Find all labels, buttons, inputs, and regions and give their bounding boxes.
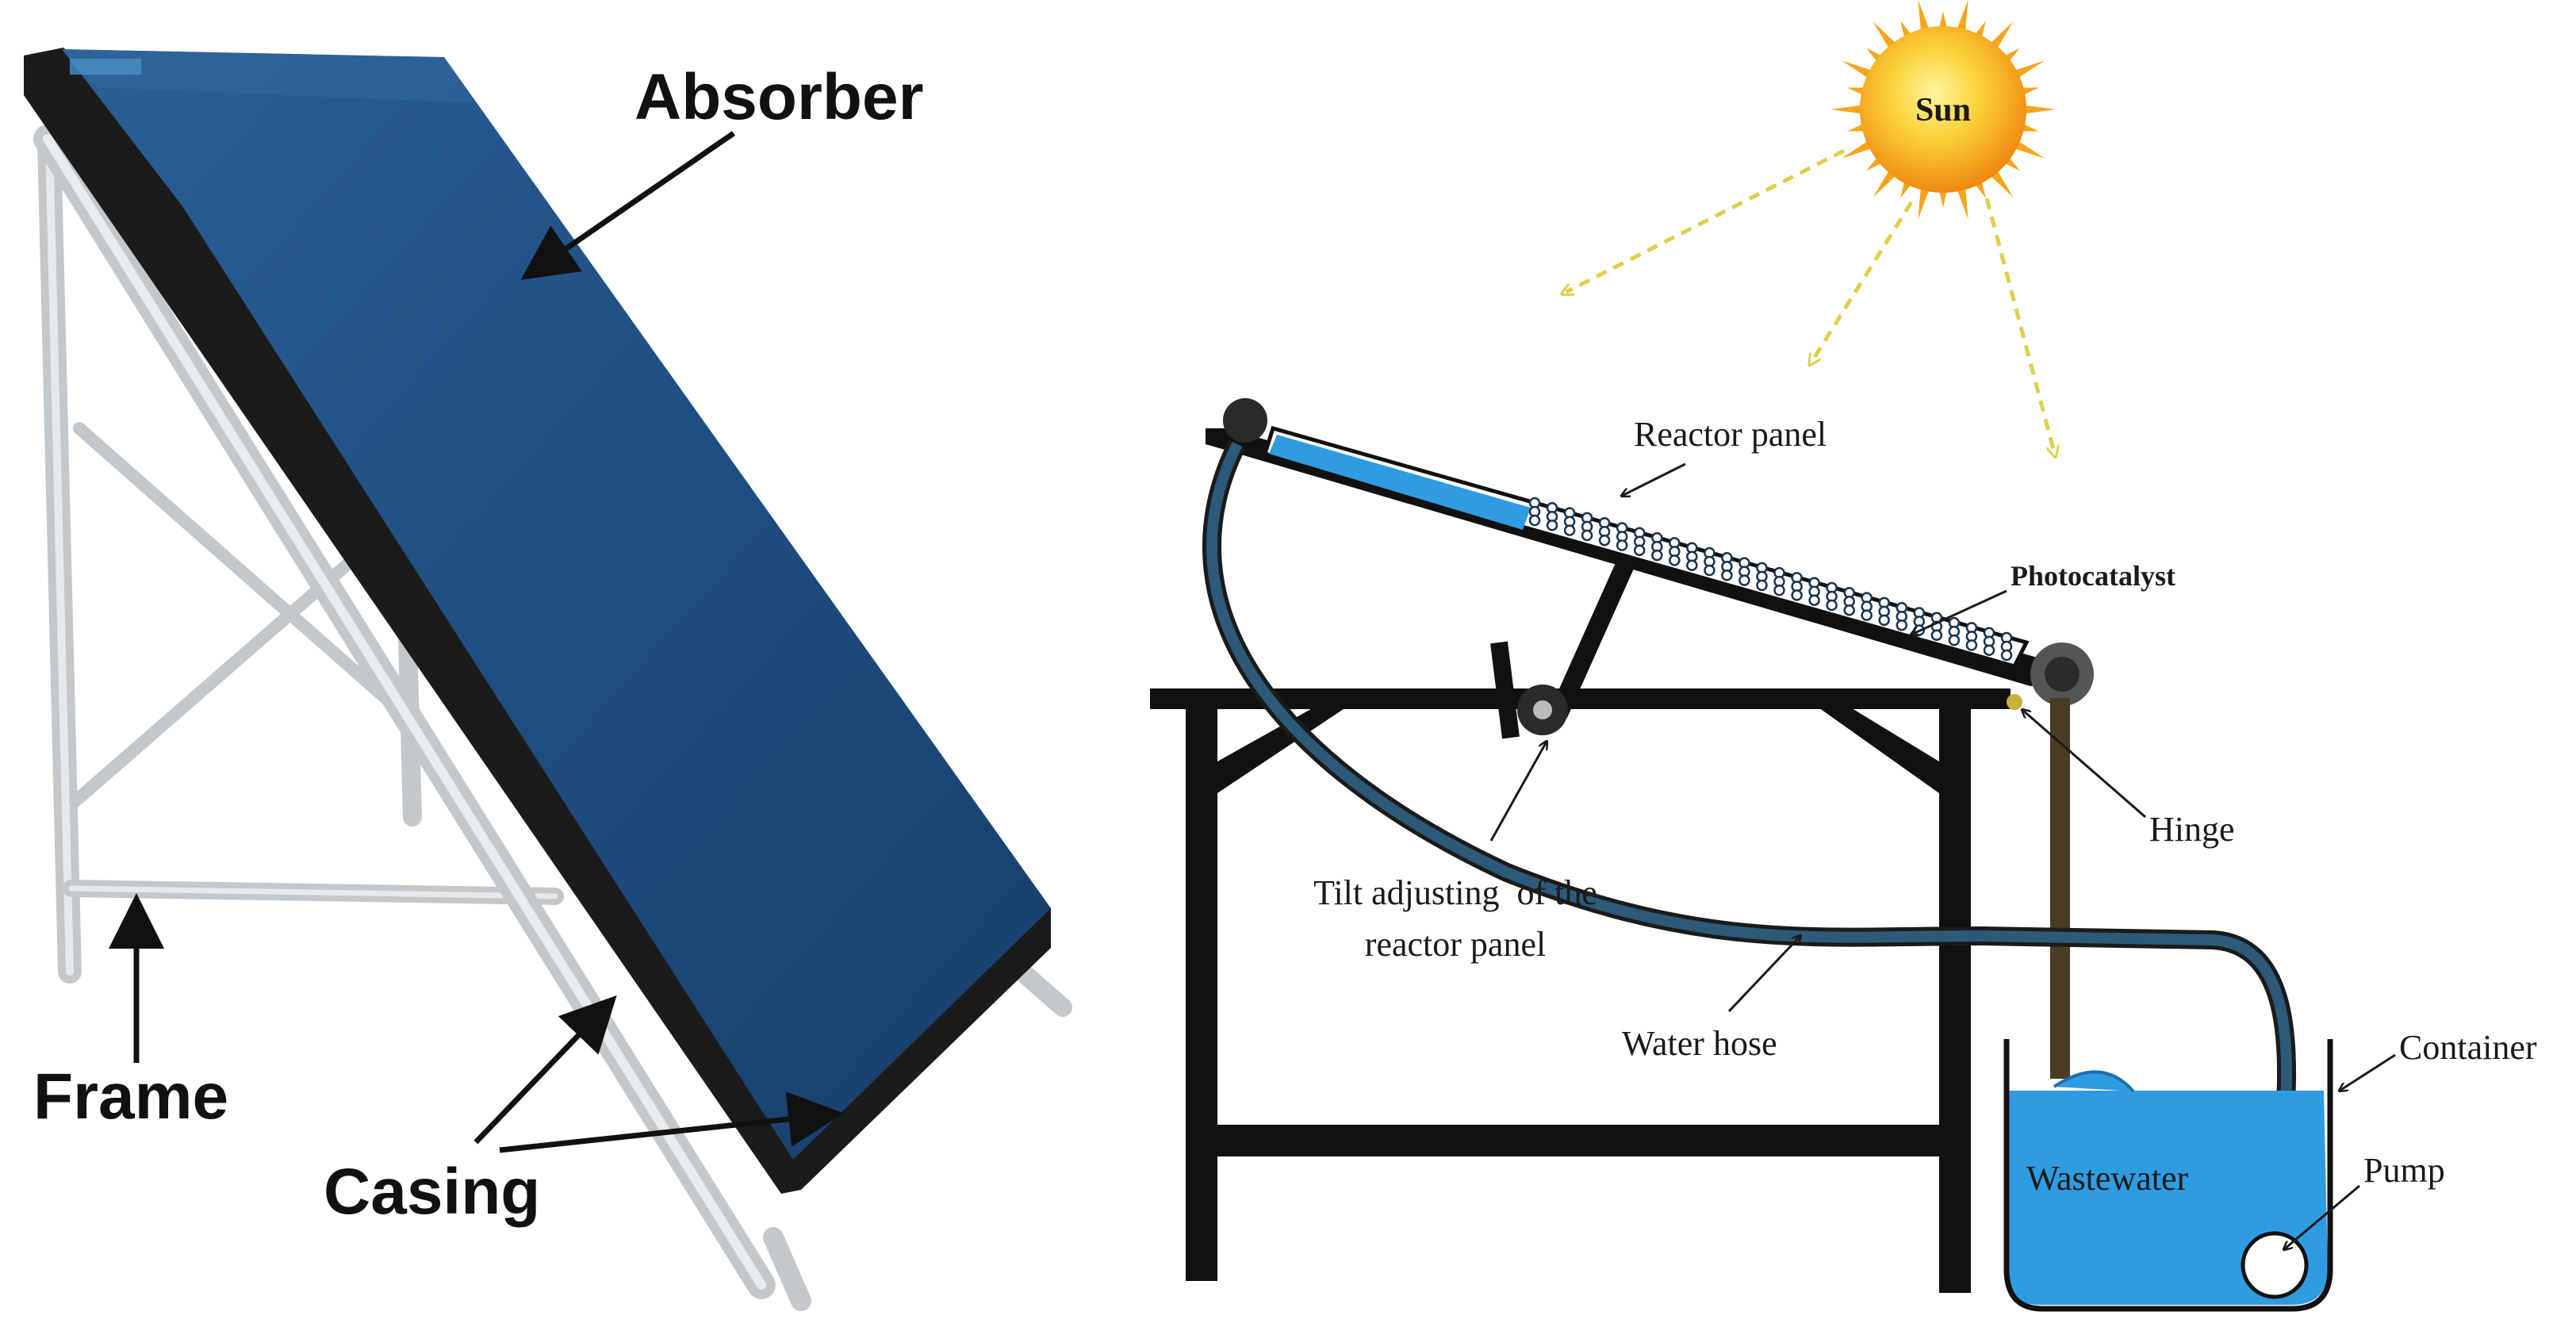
water-hose-label: Water hose [1622, 1024, 1777, 1063]
photocatalyst-bead [1546, 520, 1558, 531]
photocatalyst-bead [1861, 609, 1873, 621]
photocatalyst-bead [1598, 534, 1611, 547]
photocatalyst-bead [1756, 579, 1768, 592]
photocatalyst-beads [1528, 497, 2013, 662]
tilt-arrow [1489, 742, 1547, 842]
photocatalyst-bead [1581, 529, 1593, 542]
tilt-label-line-2: reactor panel [1365, 925, 1546, 964]
hinge-arrow [2022, 710, 2146, 819]
photocatalyst-bead [1983, 644, 1995, 656]
photocatalyst-bead [1843, 604, 1855, 616]
photocatalyst-bead [1773, 584, 1785, 596]
photocatalyst-label: Photocatalyst [2011, 560, 2175, 592]
reactor-schematic: Sun [1150, 0, 2537, 1312]
photocatalyst-bead [1930, 629, 1943, 642]
panel-badge [70, 59, 141, 75]
photocatalyst-bead [1808, 594, 1820, 606]
pump-icon [2241, 1231, 2309, 1299]
tilt-label-line-1: Tilt adjusting of the [1313, 873, 1597, 912]
photocatalyst-bead [1704, 564, 1715, 577]
sun-icon: Sun [1830, 0, 2056, 220]
sun-ray [2018, 104, 2056, 115]
photocatalyst-bead [1826, 599, 1838, 612]
photocatalyst-bead [1948, 634, 1961, 646]
container-label: Container [2399, 1028, 2537, 1067]
container-arrow [2340, 1053, 2396, 1091]
photocatalyst-bead [1528, 514, 1541, 527]
support-table [1150, 688, 2011, 1293]
photocatalyst-bead [1651, 549, 1663, 562]
reactor-panel-arrow [1622, 462, 1686, 496]
photocatalyst-bead [1686, 559, 1698, 571]
photocatalyst-bead [1878, 614, 1890, 627]
absorber-arrow [520, 131, 735, 280]
sun-ray [1830, 104, 1869, 115]
photocatalyst-bead [1616, 539, 1628, 551]
pump-arrow [2284, 1184, 2360, 1249]
frame-label: Frame [33, 1060, 228, 1133]
photocatalyst-arrow [1911, 589, 2007, 635]
hinge-label: Hinge [2149, 810, 2235, 849]
pump-label: Pump [2363, 1151, 2445, 1190]
absorber-plate [62, 49, 1051, 1160]
photocatalyst-bead [1721, 570, 1733, 581]
wastewater-label: Wastewater [2026, 1159, 2188, 1198]
sun-ray-arrows [1566, 148, 2054, 452]
reactor-panel-label: Reactor panel [1634, 415, 1827, 454]
casing-label: Casing [324, 1156, 540, 1228]
photocatalyst-bead [1896, 619, 1908, 631]
photocatalyst-bead [2000, 649, 2013, 662]
photocatalyst-bead [1791, 589, 1803, 601]
photocatalyst-bead [1563, 524, 1576, 536]
sun-label: Sun [1915, 92, 1971, 128]
reactor-panel [1206, 398, 2094, 739]
photocatalyst-bead [1965, 639, 1978, 651]
photocatalyst-bead [1669, 554, 1681, 566]
absorber-label: Absorber [634, 61, 924, 133]
photocatalyst-bead [1633, 544, 1646, 557]
photocatalyst-bead [1738, 574, 1750, 586]
top-roller [1223, 398, 1267, 443]
casing-arrow-1 [473, 995, 617, 1145]
drain-pipe [2050, 698, 2070, 1079]
casing-arrow-2 [499, 1091, 844, 1153]
solar-collector-illustration: Absorber Frame Casing [24, 48, 1072, 1311]
water-hose-arrow [1727, 936, 1800, 1013]
